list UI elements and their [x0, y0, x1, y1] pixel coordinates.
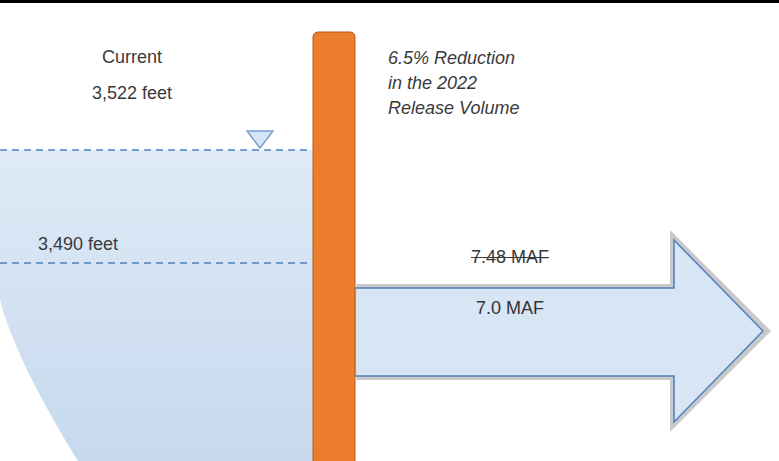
frame-edge [0, 0, 779, 3]
reduction-note: 6.5% Reduction in the 2022 Release Volum… [388, 46, 528, 122]
previous-volume-label: 7.48 MAF [471, 246, 549, 269]
reservoir-water [0, 150, 314, 461]
arrow-body [355, 240, 763, 422]
water-level-marker [247, 131, 273, 148]
threshold-level-line [0, 262, 312, 264]
release-volume: 7.0 MAF [476, 298, 544, 319]
elevation-label: Current [102, 46, 162, 69]
arrow-outline [355, 230, 771, 432]
dam-wall [313, 32, 355, 461]
elevation-label: 3,522 feet [92, 82, 172, 105]
arrow-shape [355, 226, 775, 436]
elevation-label: 3,490 feet [38, 233, 118, 256]
release-arrow: 7.0 MAF [355, 226, 775, 436]
water-level-line [0, 149, 312, 151]
